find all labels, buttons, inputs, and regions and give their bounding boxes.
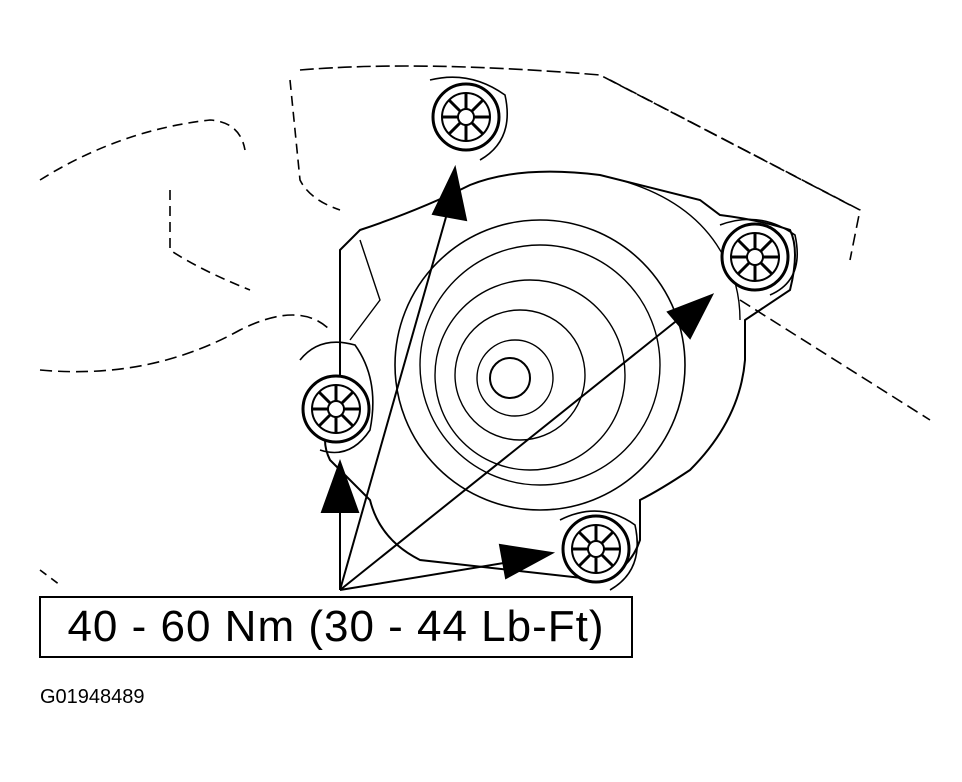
top-bolt-boss [429, 76, 509, 161]
arrow-head-right [666, 293, 715, 340]
arrow-line-bottom [339, 561, 511, 591]
arrow-head-bottom [498, 543, 556, 580]
engine-outline-center [289, 79, 341, 211]
left-bolt [301, 374, 371, 444]
engine-outline-lower-right [739, 299, 931, 421]
arrow-line-top [339, 209, 449, 591]
engine-outline-upper-right [299, 65, 851, 206]
arrow-head-top [431, 164, 468, 222]
hub-ring-outer [394, 219, 686, 511]
torque-spec-box: 40 - 60 Nm (30 - 44 Lb-Ft) [39, 596, 633, 658]
housing-flange [619, 179, 741, 321]
engine-outline-bottom-left [39, 569, 61, 586]
engine-outline-mid [169, 190, 251, 291]
housing-inner-edge [349, 239, 381, 341]
right-bolt [720, 222, 790, 292]
engine-outline-right [609, 79, 861, 261]
figure-id: G01948489 [40, 686, 145, 708]
left-bolt-boss [299, 341, 374, 454]
hub-ring-4 [454, 309, 586, 441]
engine-outline-upper [39, 119, 246, 181]
arrow-line-right [339, 317, 681, 591]
engine-outline-left [39, 314, 331, 373]
right-bolt-boss [719, 218, 799, 296]
bottom-bolt-boss [559, 510, 639, 591]
top-bolt [431, 82, 501, 152]
hub-ring-5 [476, 339, 554, 417]
hub-ring-3 [434, 279, 626, 471]
torque-spec-label: 40 - 60 Nm (30 - 44 Lb-Ft) [67, 602, 605, 651]
arrow-head-left [320, 459, 360, 513]
bottom-right-bolt [561, 514, 631, 584]
hub-ring-2 [419, 244, 661, 486]
hub-shaft [489, 357, 531, 399]
housing-outline [324, 170, 796, 582]
